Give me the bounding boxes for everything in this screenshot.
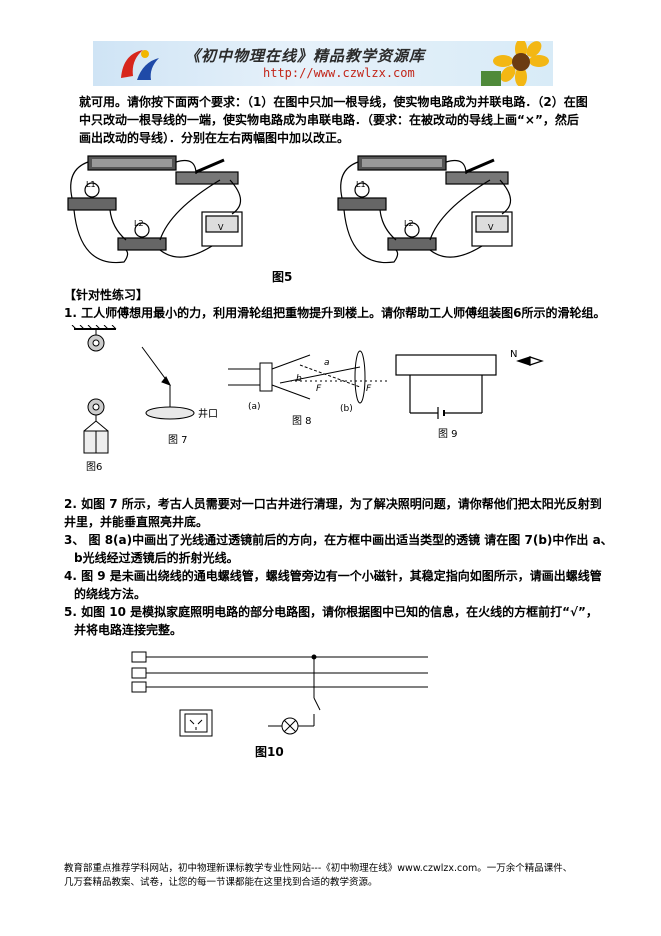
question-3-line-2: b光线经过透镜后的折射光线。 (74, 551, 239, 565)
label-8b: (b) (340, 404, 353, 414)
banner-url: http://www.czwlzx.com (263, 66, 415, 80)
figure-9-solenoid (395, 354, 544, 419)
figure-10-circuit (131, 651, 428, 737)
wire-box-1 (131, 651, 147, 663)
question-1: 1. 工人师傅想用最小的力，利用滑轮组把重物提升到楼上。请你帮助工人师傅组装图6… (64, 306, 606, 320)
intro-line-2: 中只改动一根导线的一端，使实物电路成为串联电路．（要求：在被改动的导线上画“×”… (79, 113, 579, 127)
footer-line-1: 教育部重点推荐学科网站，初中物理新课标教学专业性网站---《初中物理在线》www… (64, 863, 573, 874)
focus-right-label: F (366, 384, 372, 394)
figure-10-caption: 图10 (255, 745, 284, 759)
question-2-line-2: 井里，并能垂直照亮井底。 (64, 515, 209, 529)
label-l2-right: L2 (404, 219, 414, 228)
circuit-left (67, 155, 243, 264)
figure-8-caption: 图 8 (292, 415, 312, 427)
bulb-l2-right (387, 237, 437, 251)
sunflower-icon (481, 41, 549, 86)
figure-7-well (141, 346, 195, 420)
wire-box-3 (131, 681, 147, 693)
switch-right (445, 171, 509, 185)
label-l2-left: L2 (134, 219, 144, 228)
footer-line-2: 几万套精品教案、试卷，让您的每一节课都能在这里找到合适的教学资源。 (64, 877, 378, 888)
question-5-line-1: 5. 如图 10 是模拟家庭照明电路的部分电路图，请你根据图中已知的信息，在火线… (64, 605, 598, 619)
meter-label-right: V (488, 223, 494, 232)
figure-6-pulley (71, 325, 117, 454)
circuit-right (337, 155, 513, 264)
label-8a: (a) (248, 402, 261, 412)
question-5-line-2: 并将电路连接完整。 (74, 623, 183, 637)
label-l1-right: L1 (356, 180, 366, 189)
figure-6-caption: 图6 (86, 461, 102, 473)
ray-b-label: b (296, 374, 302, 384)
question-2-line-1: 2. 如图 7 所示，考古人员需要对一口古井进行清理，为了解决照明问题，请你帮他… (64, 497, 602, 511)
meter-label-left: V (218, 223, 224, 232)
figure-7-caption: 图 7 (168, 434, 188, 446)
figure-8-lenses (228, 350, 390, 404)
ray-a-label: a (324, 358, 330, 368)
socket-icon (179, 709, 213, 737)
figure-5-circuits: L1 L2 V L1 L2 V (67, 155, 513, 264)
well-label: 井口 (198, 407, 218, 420)
question-4-line-2: 的绕线方法。 (74, 587, 147, 601)
question-3-line-1: 3、 图 8(a)中画出了光线通过透镜前后的方向，在方框中画出适当类型的透镜 请… (64, 533, 613, 547)
figures-6-to-9: 图6 井口 图 7 (a) (b) a b F F 图 8 N 图 9 (71, 325, 544, 473)
figure-9-caption: 图 9 (438, 428, 458, 440)
intro-line-3: 画出改动的导线）．分别在左右两幅图中加以改正。 (79, 131, 350, 145)
figure-5-caption: 图5 (272, 270, 293, 284)
question-4-line-1: 4. 图 9 是未画出绕线的通电螺线管，螺线管旁边有一个小磁针，其稳定指向如图所… (64, 569, 602, 583)
north-label: N (510, 349, 517, 360)
bulb-l2-left (117, 237, 167, 251)
switch-left (175, 171, 239, 185)
label-l1-left: L1 (86, 180, 96, 189)
banner-title: 《初中物理在线》精品教学资源库 (185, 47, 426, 65)
wire-box-2 (131, 667, 147, 679)
bulb-l1-left (67, 197, 117, 211)
intro-line-1: 就可用。请你按下面两个要求：（1）在图中只加一根导线，使实物电路成为并联电路．（… (79, 95, 588, 109)
bulb-l1-right (337, 197, 387, 211)
section-title: 【针对性练习】 (64, 288, 149, 302)
header-banner: 《初中物理在线》精品教学资源库 http://www.czwlzx.com (93, 41, 553, 86)
focus-left-label: F (316, 384, 322, 394)
site-logo-icon (121, 50, 159, 80)
